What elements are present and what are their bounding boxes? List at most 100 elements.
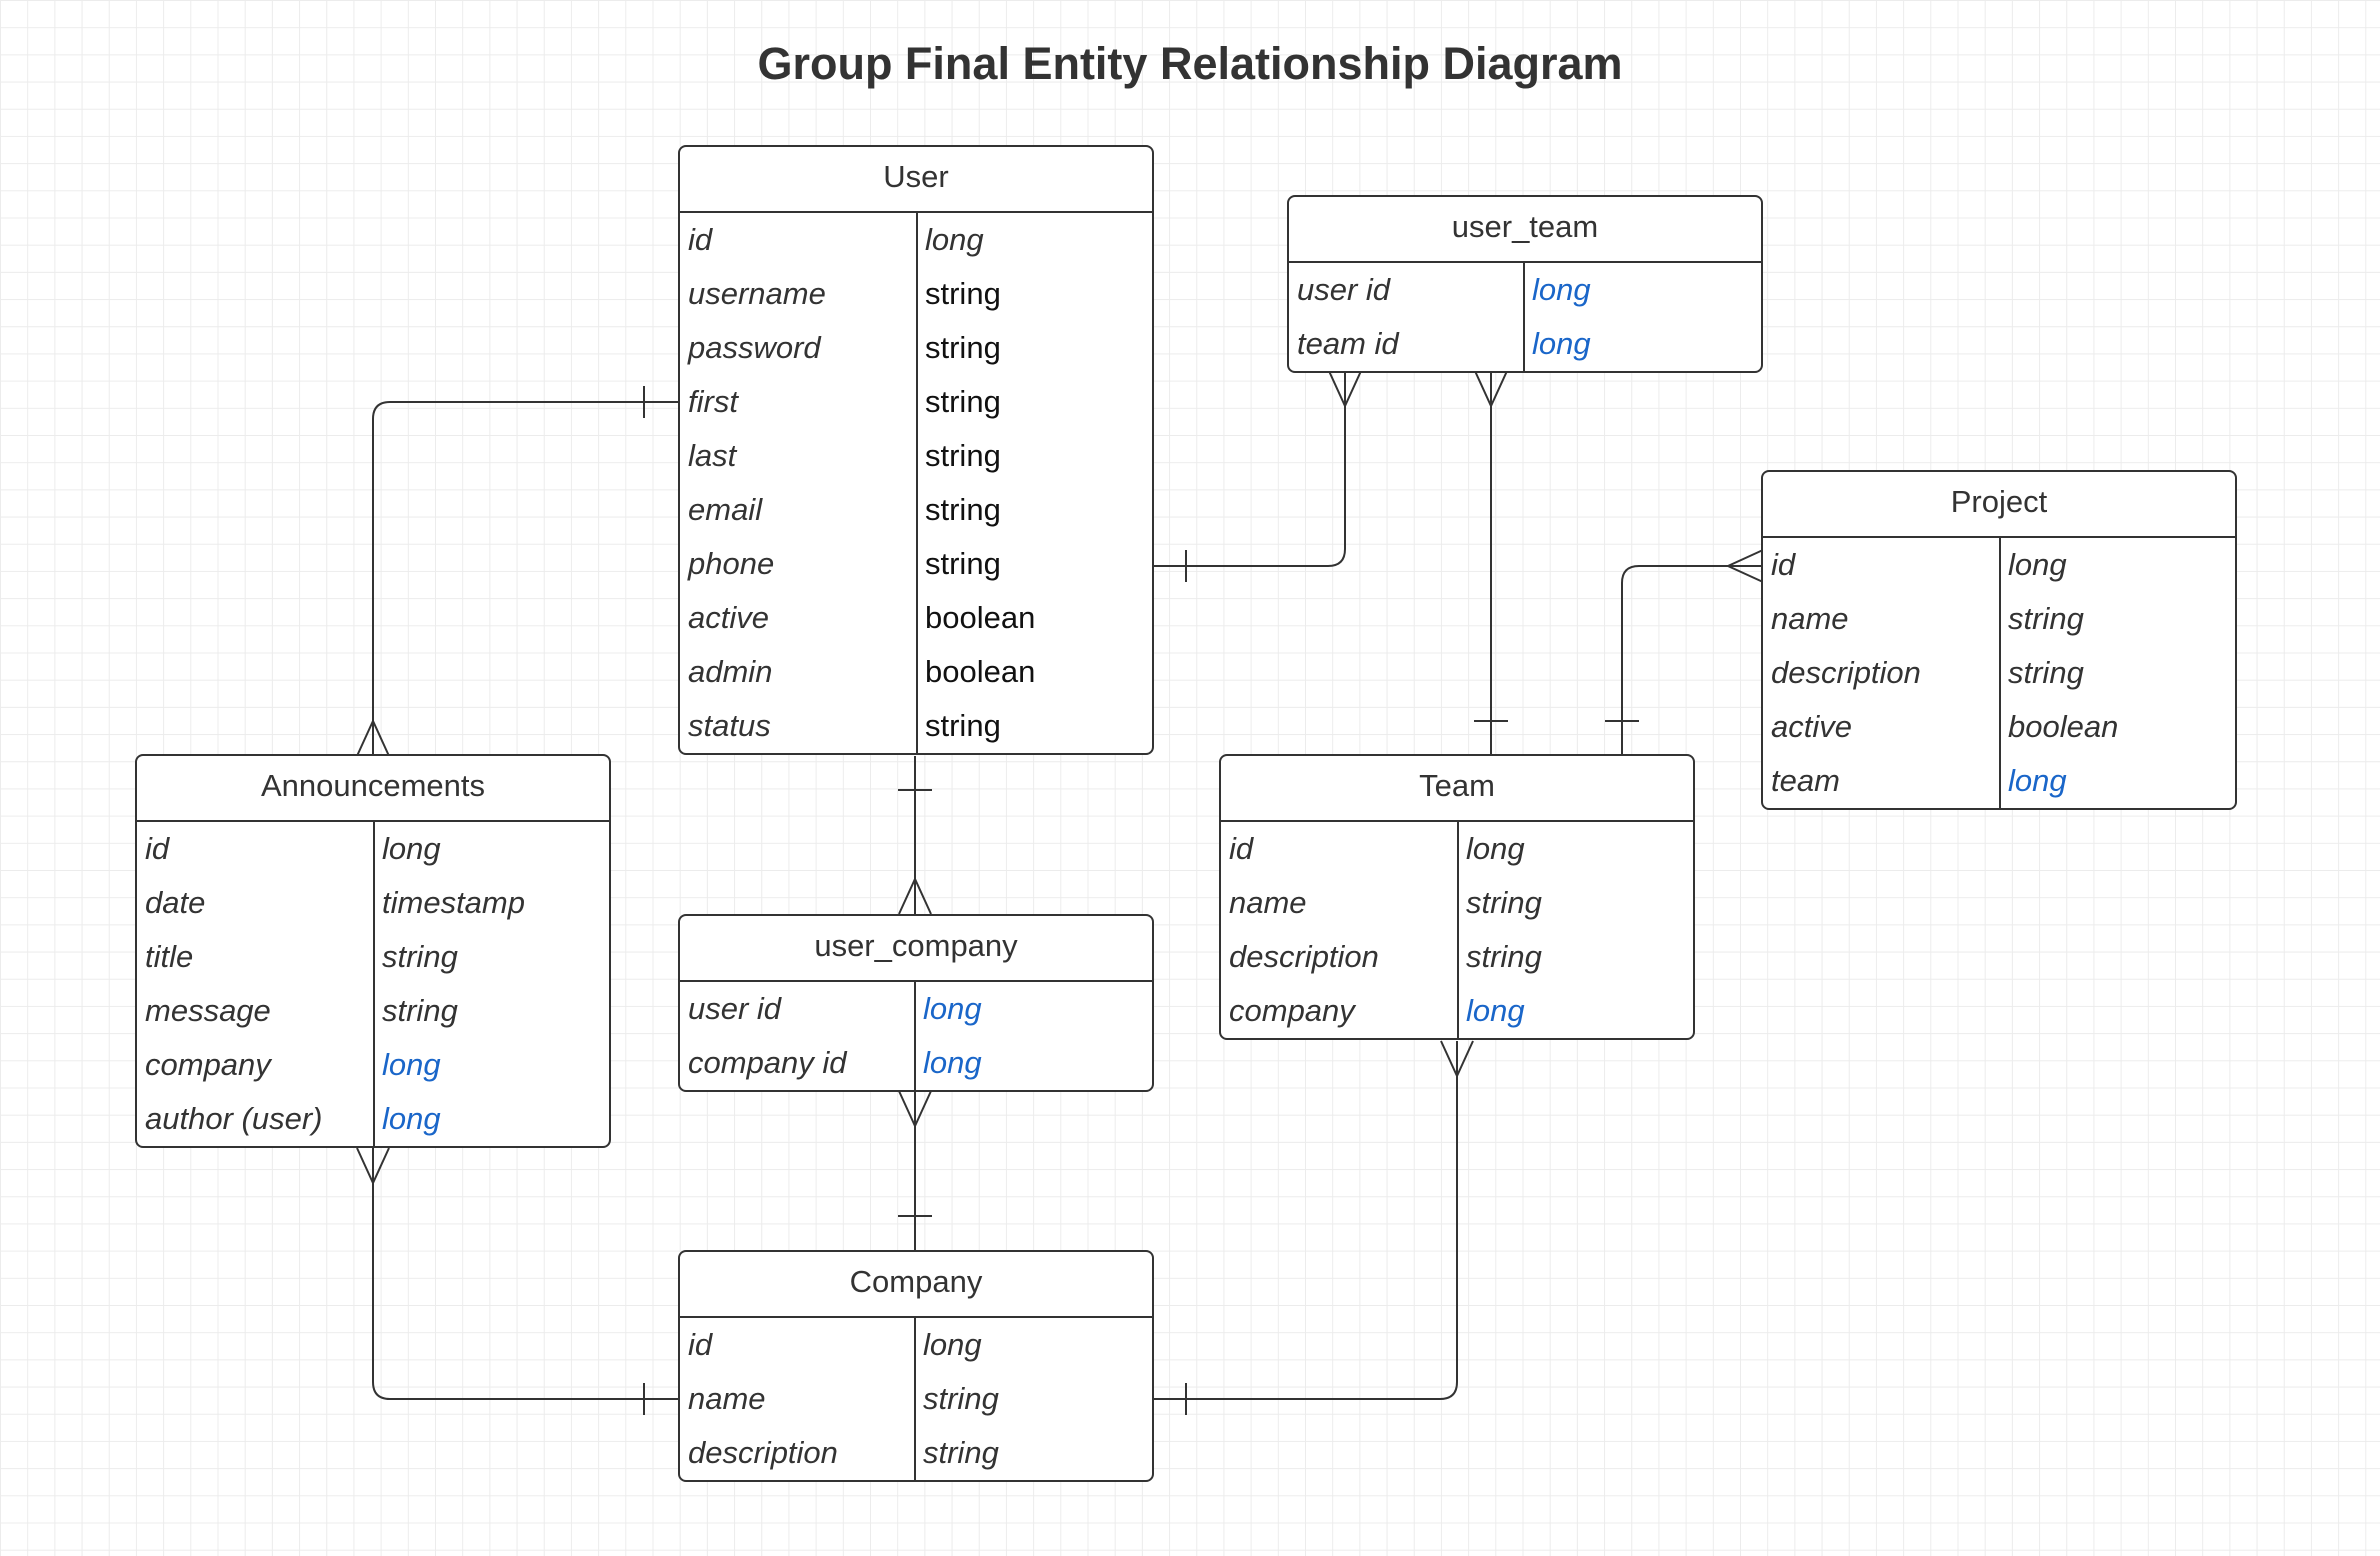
- field-type-foreign-key: long: [1532, 326, 1591, 361]
- entity-header: Announcements: [137, 756, 609, 822]
- field-name: message: [145, 993, 271, 1028]
- field-name: team: [1771, 763, 1840, 798]
- crowfoot-many-marker: [898, 876, 932, 915]
- column-divider: [1457, 822, 1459, 1038]
- field-row: status string: [680, 699, 1152, 753]
- field-name: username: [688, 276, 826, 311]
- field-name: title: [145, 939, 194, 974]
- field-row: last string: [680, 429, 1152, 483]
- field-name: description: [1229, 939, 1379, 974]
- field-row: id long: [680, 1318, 1152, 1372]
- field-type-foreign-key: long: [1532, 272, 1591, 307]
- field-row: user id long: [1289, 263, 1761, 317]
- field-name: company: [1229, 993, 1355, 1028]
- field-type: boolean: [2008, 709, 2119, 744]
- field-name: status: [688, 708, 771, 743]
- field-name: first: [688, 384, 738, 419]
- field-name: name: [1771, 601, 1849, 636]
- field-row: name string: [1221, 876, 1693, 930]
- column-divider: [914, 982, 916, 1090]
- field-row: name string: [1763, 592, 2235, 646]
- field-row: team long: [1763, 754, 2235, 808]
- column-divider: [916, 213, 918, 753]
- field-name: id: [1229, 831, 1254, 866]
- field-name: last: [688, 438, 737, 473]
- field-name: id: [688, 1327, 713, 1362]
- field-type: string: [925, 546, 1001, 581]
- field-name: user id: [1297, 272, 1391, 307]
- crowfoot-many-marker: [1474, 370, 1508, 409]
- field-type: string: [1466, 939, 1542, 974]
- entity-fields: id long name string description string company…: [1221, 822, 1693, 1038]
- entity-header: Company: [680, 1252, 1152, 1318]
- field-type-foreign-key: long: [923, 991, 982, 1026]
- relationship-line-team-project: [1621, 565, 1763, 756]
- field-name: company: [145, 1047, 271, 1082]
- relationship-line-user-user-team: [1152, 371, 1346, 567]
- field-type: boolean: [925, 600, 1036, 635]
- field-type: string: [925, 438, 1001, 473]
- column-divider: [914, 1318, 916, 1480]
- field-type-foreign-key: long: [923, 1045, 982, 1080]
- crowfoot-many-marker: [356, 718, 390, 757]
- field-type: long: [923, 1327, 982, 1362]
- field-name: description: [1771, 655, 1921, 690]
- field-name: name: [1229, 885, 1307, 920]
- field-type: string: [1466, 885, 1542, 920]
- relationship-line-company-team: [1152, 1041, 1458, 1400]
- field-type-foreign-key: long: [382, 1101, 441, 1136]
- field-name: active: [688, 600, 769, 635]
- diagram-title: Group Final Entity Relationship Diagram: [757, 38, 1623, 89]
- field-name: name: [688, 1381, 766, 1416]
- field-row: description string: [1763, 646, 2235, 700]
- field-type: string: [2008, 601, 2084, 636]
- entity-header: user_company: [680, 916, 1152, 982]
- crowfoot-many-marker: [1328, 370, 1362, 409]
- field-name: email: [688, 492, 763, 527]
- field-type: string: [382, 993, 458, 1028]
- field-type: string: [2008, 655, 2084, 690]
- field-type: long: [1466, 831, 1525, 866]
- field-type-foreign-key: long: [2008, 763, 2067, 798]
- column-divider: [1999, 538, 2001, 808]
- field-type: string: [925, 492, 1001, 527]
- column-divider: [1523, 263, 1525, 371]
- field-name: description: [688, 1435, 838, 1470]
- field-name: id: [1771, 547, 1796, 582]
- field-type: long: [382, 831, 441, 866]
- field-type: string: [925, 330, 1001, 365]
- entity-header: user_team: [1289, 197, 1761, 263]
- field-row: id long: [1221, 822, 1693, 876]
- field-row: message string: [137, 984, 609, 1038]
- crowfoot-many-marker: [898, 1090, 932, 1129]
- field-type: string: [925, 708, 1001, 743]
- field-type: string: [923, 1381, 999, 1416]
- field-name: user id: [688, 991, 782, 1026]
- field-type: boolean: [925, 654, 1036, 689]
